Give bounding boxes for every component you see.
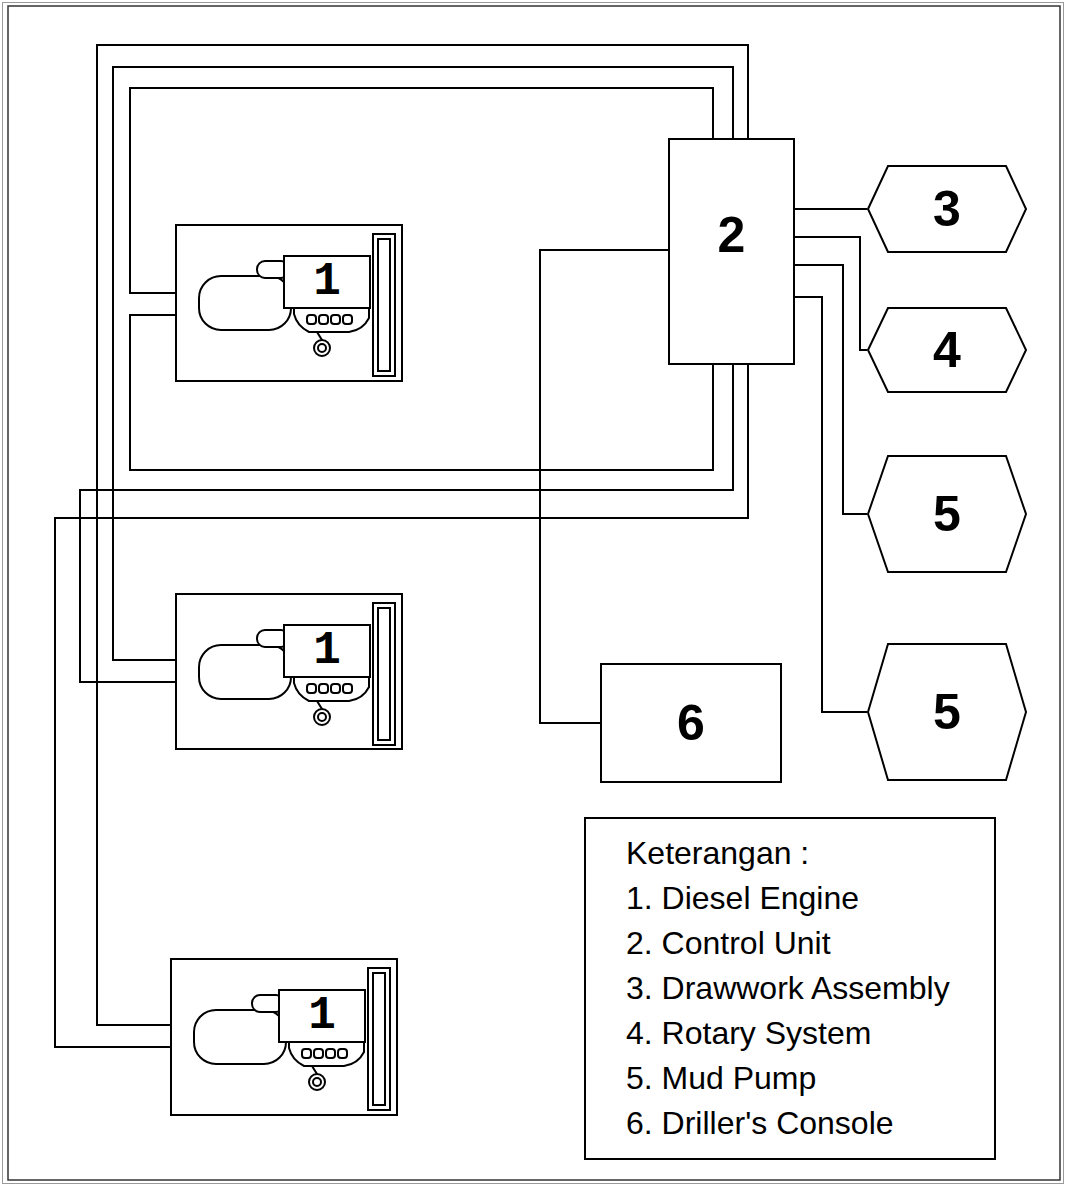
power-line — [113, 67, 733, 660]
callout-number: 6 — [677, 698, 705, 748]
hexagon-shape — [868, 166, 1026, 252]
callout-number: 1 — [313, 628, 341, 674]
engine-pulley — [314, 709, 330, 725]
engine-sump — [294, 677, 369, 701]
inner-frame — [8, 6, 1060, 1180]
text-holder: Keterangan :1. Diesel Engine2. Control U… — [586, 819, 998, 1158]
engine-bump — [307, 315, 316, 324]
legend-line: 2. Control Unit — [626, 921, 962, 966]
engine-pulley — [314, 340, 330, 356]
pulley-stem — [317, 701, 322, 709]
engine-bump — [319, 684, 328, 693]
engine-bump — [314, 1049, 323, 1058]
radiator — [368, 968, 390, 1110]
text-holder: 1 — [284, 625, 370, 677]
legend-line: 4. Rotary System — [626, 1011, 962, 1056]
radiator — [373, 234, 395, 376]
callout-number: 1 — [313, 259, 341, 305]
pulley-hub — [318, 344, 326, 352]
outer-frame — [3, 3, 1064, 1184]
engine-block — [279, 990, 365, 1042]
radiator-core — [373, 973, 385, 1105]
callout-number: 4 — [933, 325, 961, 375]
callout-number: 5 — [933, 489, 961, 539]
power-line — [795, 265, 867, 514]
pulley-stem — [312, 1066, 317, 1074]
hexagon-shape — [868, 456, 1026, 572]
text-holder: 2 — [670, 140, 793, 363]
hexagon-node: 5 — [867, 455, 1027, 573]
hexagon-shape — [868, 644, 1026, 780]
legend-box: Keterangan :1. Diesel Engine2. Control U… — [584, 817, 996, 1160]
engine-cylinder — [194, 1010, 286, 1064]
power-line — [795, 208, 867, 210]
engine-bump — [331, 684, 340, 693]
power-line — [795, 297, 867, 712]
legend-line: 3. Drawwork Assembly — [626, 966, 962, 1011]
legend-line: 6. Driller's Console — [626, 1101, 962, 1146]
pulley-hub — [318, 713, 326, 721]
hexagon-shape — [868, 308, 1026, 392]
hexagon-node: 4 — [867, 307, 1027, 393]
text-holder: 1 — [279, 990, 365, 1042]
engine-bump — [326, 1049, 335, 1058]
engine-block — [284, 256, 370, 308]
engine-cylinder — [199, 645, 291, 699]
engine-block — [284, 625, 370, 677]
engine-illustration — [172, 960, 400, 1118]
text-holder: 5 — [867, 643, 1027, 781]
engine-illustration — [177, 595, 405, 752]
hexagon-node: 5 — [867, 643, 1027, 781]
radiator-core — [378, 608, 390, 740]
engine-bump — [302, 1049, 311, 1058]
engine-box: 1 — [175, 224, 403, 382]
callout-number: 3 — [933, 184, 961, 234]
process-box: 6 — [600, 663, 782, 783]
engine-pulley — [309, 1074, 325, 1090]
hexagon-node: 3 — [867, 165, 1027, 253]
power-line — [795, 237, 867, 350]
engine-sump — [294, 308, 369, 332]
callout-number: 5 — [933, 687, 961, 737]
text-holder: 4 — [867, 307, 1027, 393]
legend-line: 1. Diesel Engine — [626, 876, 962, 921]
text-holder: 5 — [867, 455, 1027, 573]
engine-cylinder — [199, 276, 291, 330]
engine-box: 1 — [175, 593, 403, 750]
legend-line: Keterangan : — [626, 831, 962, 876]
pulley-stem — [317, 332, 322, 340]
callout-number: 1 — [308, 993, 336, 1039]
engine-box: 1 — [170, 958, 398, 1116]
engine-illustration — [177, 226, 405, 384]
engine-bump — [307, 684, 316, 693]
engine-bump — [331, 315, 340, 324]
radiator — [373, 603, 395, 745]
legend-line: 5. Mud Pump — [626, 1056, 962, 1101]
radiator-core — [378, 239, 390, 371]
engine-sump — [289, 1042, 364, 1066]
engine-bump — [338, 1049, 347, 1058]
engine-bump — [343, 684, 352, 693]
process-box: 2 — [668, 138, 795, 365]
callout-number: 2 — [718, 210, 746, 260]
engine-bump — [319, 315, 328, 324]
pulley-hub — [313, 1078, 321, 1086]
power-line — [540, 250, 668, 723]
text-holder: 6 — [602, 665, 780, 781]
text-holder: 3 — [867, 165, 1027, 253]
text-holder: 1 — [284, 256, 370, 308]
engine-bump — [343, 315, 352, 324]
